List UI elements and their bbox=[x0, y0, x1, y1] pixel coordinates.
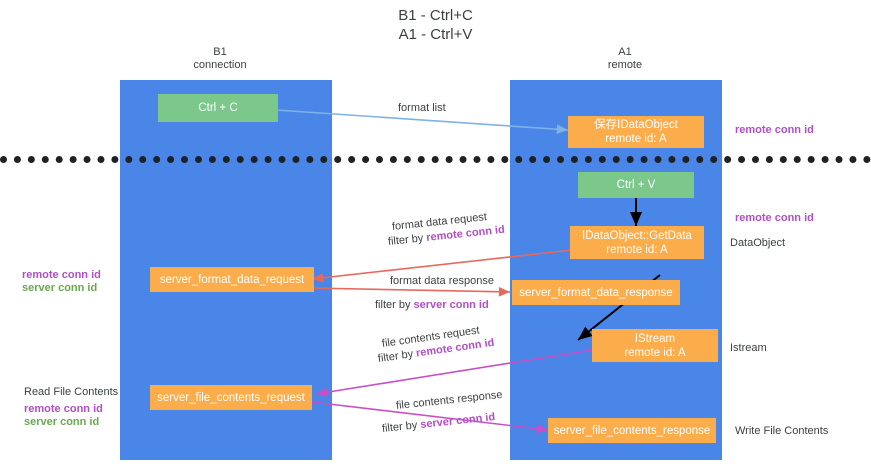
page-title: B1 - Ctrl+C A1 - Ctrl+V bbox=[398, 7, 473, 43]
edge-label-format-list: format list bbox=[398, 102, 446, 114]
node-server-format-data-request[interactable]: server_format_data_request bbox=[150, 267, 314, 292]
side-label-read-file-contents: Read File Contents bbox=[24, 386, 119, 398]
side-label-left-remote-conn-id-2: remote conn id bbox=[24, 403, 103, 415]
filter-prefix: filter by bbox=[375, 299, 414, 311]
node-server-format-data-response[interactable]: server_format_data_response bbox=[512, 280, 680, 305]
column-header-b1: B1 connection bbox=[193, 46, 247, 71]
node-ctrl-c[interactable]: Ctrl + C bbox=[158, 94, 278, 122]
arrow-format-list bbox=[275, 109, 569, 135]
side-label-left-remote-conn-id: remote conn id bbox=[22, 269, 101, 281]
node-istream[interactable]: IStream remote id: A bbox=[592, 329, 718, 362]
edge-label-format-data-response-filter: filter by server conn id bbox=[375, 298, 489, 312]
side-label-istream: Istream bbox=[730, 342, 767, 354]
arrow-file-contents-response bbox=[311, 401, 549, 434]
side-label-remote-conn-id-top: remote conn id bbox=[735, 124, 814, 136]
side-label-left-server-conn-id: server conn id bbox=[22, 282, 98, 294]
side-label-write-file-contents: Write File Contents bbox=[735, 425, 829, 437]
arrow-file-contents-request bbox=[315, 349, 593, 397]
node-ctrl-v[interactable]: Ctrl + V bbox=[578, 172, 694, 198]
side-label-remote-conn-id-mid: remote conn id bbox=[735, 212, 814, 224]
node-idataobject-top[interactable]: 保存IDataObject remote id: A bbox=[568, 116, 704, 148]
edge-label-format-data-response: format data response bbox=[390, 275, 494, 287]
arrow-format-data-request bbox=[311, 249, 573, 283]
node-server-file-contents-response[interactable]: server_file_contents_response bbox=[548, 418, 716, 443]
node-server-file-contents-request[interactable]: server_file_contents_request bbox=[150, 385, 312, 410]
node-idataobject-getdata[interactable]: IDataObject::GetData remote id: A bbox=[570, 226, 704, 259]
filter-prefix: filter by bbox=[381, 419, 421, 435]
arrow-format-data-response bbox=[311, 286, 511, 297]
filter-key-server-conn-id: server conn id bbox=[413, 299, 489, 311]
phase-divider bbox=[0, 156, 871, 163]
filter-prefix: filter by bbox=[387, 232, 427, 248]
side-label-dataobject: DataObject bbox=[730, 237, 786, 249]
column-header-a1: A1 remote bbox=[607, 46, 643, 71]
side-label-left-server-conn-id-2: server conn id bbox=[24, 416, 100, 428]
